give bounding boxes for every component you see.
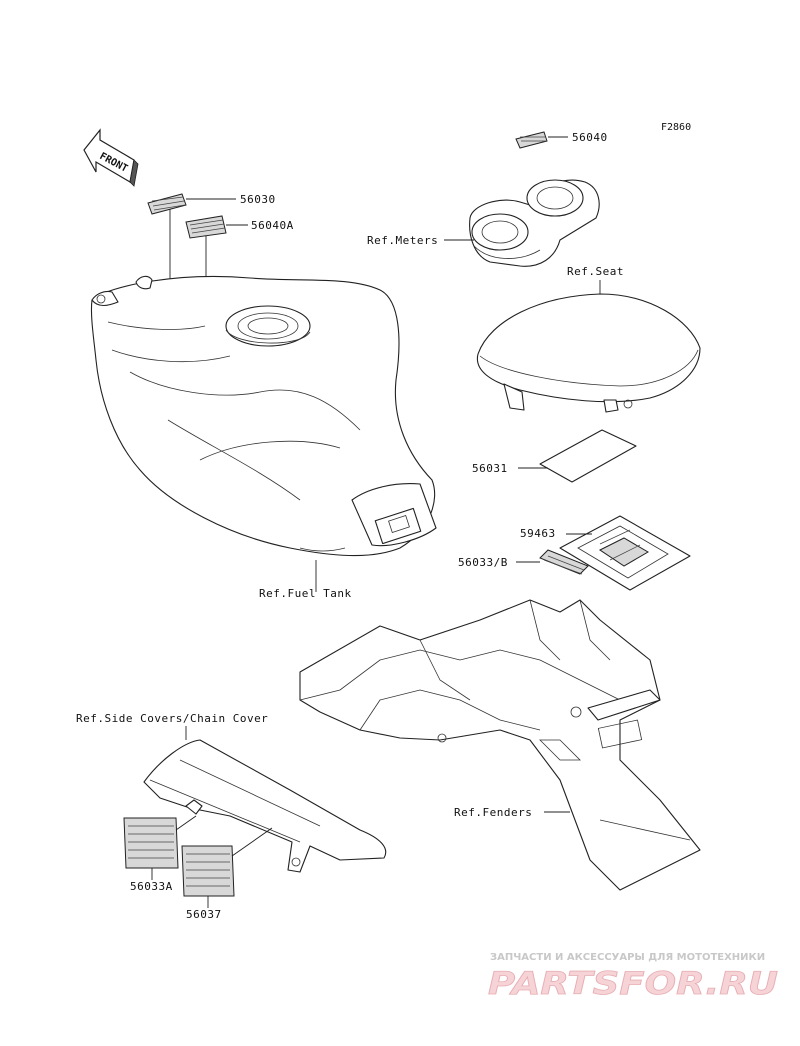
seat: Ref.Seat [476, 265, 701, 413]
label-56031: 56031 [472, 462, 508, 475]
label-56040: 56040 [572, 131, 608, 144]
label-ref-meters: Ref.Meters [367, 234, 438, 247]
front-arrow-icon: FRONT [83, 128, 139, 187]
label-ref-side-covers: Ref.Side Covers/Chain Cover [76, 712, 268, 725]
label-59463: 59463 [520, 527, 556, 540]
label-56040a: 56040A [251, 219, 294, 232]
decal-56031: 56031 [472, 429, 637, 483]
label-ref-seat: Ref.Seat [567, 265, 624, 278]
fenders: Ref.Fenders [299, 599, 701, 891]
decal-56040a: 56040A [185, 215, 294, 302]
decal-56033a: 56033A [123, 815, 197, 893]
label-56030: 56030 [240, 193, 276, 206]
chain-cover: Ref.Side Covers/Chain Cover [76, 712, 387, 873]
meters: Ref.Meters [367, 179, 600, 267]
fuel-tank: Ref.Fuel Tank [90, 275, 437, 600]
watermark: ЗАПЧАСТИ И АКСЕССУАРЫ ДЛЯ МОТОТЕХНИКИ PA… [488, 952, 779, 1002]
watermark-tagline: ЗАПЧАСТИ И АКСЕССУАРЫ ДЛЯ МОТОТЕХНИКИ [490, 952, 765, 963]
label-56033b: 56033/B [458, 556, 508, 569]
decal-59463: 59463 [520, 515, 691, 591]
decal-56040: 56040 [515, 131, 608, 149]
diagram-code: F2860 [661, 122, 691, 133]
decal-56030: 56030 [147, 193, 276, 286]
decal-56033b: 56033/B [458, 549, 589, 575]
label-56033a: 56033A [130, 880, 173, 893]
label-56037: 56037 [186, 908, 222, 921]
watermark-logo: PARTSFOR.RU [488, 966, 778, 1002]
label-ref-fenders: Ref.Fenders [454, 806, 532, 819]
decal-56037: 56037 [181, 827, 273, 921]
label-ref-fuel-tank: Ref.Fuel Tank [259, 587, 352, 600]
